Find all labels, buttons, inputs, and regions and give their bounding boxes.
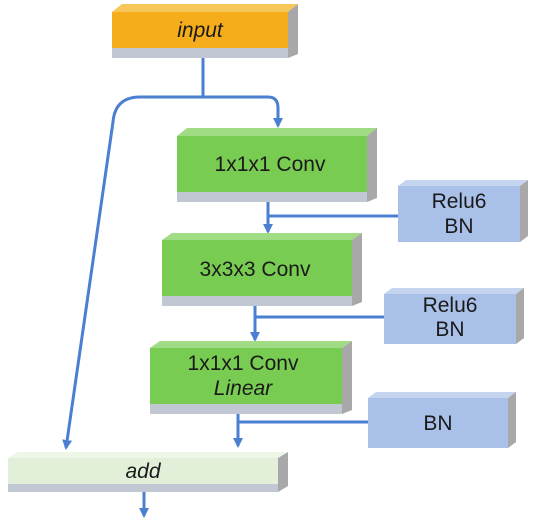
conv3-line1: 1x1x1 Conv: [188, 352, 299, 375]
conv2-box: 3x3x3 Conv: [162, 233, 362, 306]
side2-line1: Relu6: [423, 294, 478, 317]
side1-line1: Relu6: [432, 190, 487, 213]
side-box-3: BN: [368, 392, 516, 448]
skip-connection-line: [62, 95, 203, 450]
side3-label: BN: [423, 412, 452, 435]
conv1-label: 1x1x1 Conv: [215, 153, 326, 176]
side-box-2: Relu6 BN: [384, 288, 524, 344]
side2-line2: BN: [435, 318, 464, 341]
add-box: add: [8, 452, 288, 492]
connectors: [62, 58, 398, 518]
arrow-input-to-conv1: [203, 95, 283, 128]
conv3-box: 1x1x1 Conv Linear: [150, 341, 352, 414]
conv1-box: 1x1x1 Conv: [177, 128, 377, 202]
input-box: input: [112, 4, 298, 58]
conv2-label: 3x3x3 Conv: [200, 258, 311, 281]
input-label: input: [177, 19, 224, 42]
side-box-1: Relu6 BN: [398, 180, 528, 242]
side1-line2: BN: [444, 215, 473, 238]
conv3-line2: Linear: [214, 377, 273, 400]
add-label: add: [125, 460, 161, 483]
